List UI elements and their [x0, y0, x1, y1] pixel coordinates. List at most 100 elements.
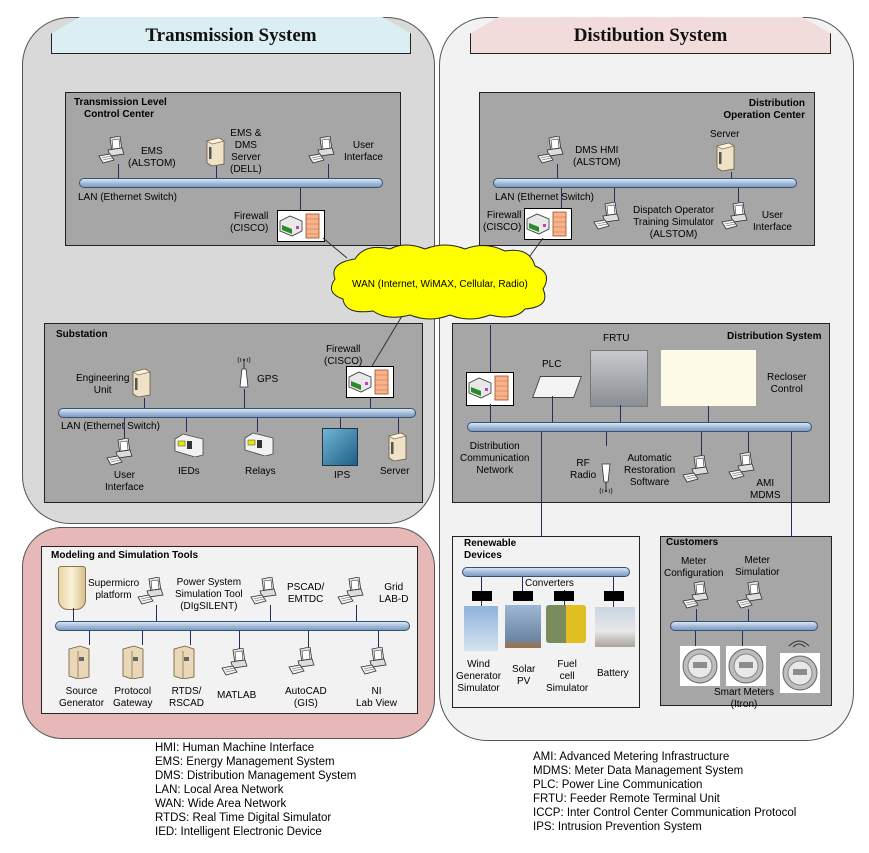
firewall-icon [278, 211, 322, 241]
label-text: Simulatior [735, 567, 780, 578]
label-text: (GIS) [293, 698, 318, 709]
connector-line [541, 432, 542, 577]
connector-line [270, 605, 271, 621]
restoration-computer-icon [682, 455, 710, 483]
connector-line [738, 188, 739, 202]
tcc-title: Transmission Level Control Center [74, 97, 167, 121]
label-text: MDMS [750, 490, 781, 501]
converter-block [513, 591, 533, 601]
label-text: (CISCO) [324, 356, 363, 367]
label-text: EMS & [230, 128, 262, 139]
wan-cloud-icon [330, 244, 548, 320]
doc-server-icon [715, 142, 735, 172]
distribution-system-title: Distribution System [727, 331, 822, 342]
label-text: EMTDC [287, 594, 324, 605]
plc-device-icon [531, 376, 583, 398]
label-text: Meter [680, 556, 707, 567]
protocol-gateway-icon [120, 645, 146, 679]
connector-line [748, 609, 749, 622]
label-text: DMS [234, 140, 257, 151]
connector-line [190, 631, 191, 645]
customers-title: Customers [666, 537, 719, 548]
connector-line [620, 405, 621, 422]
smart-meters-label: Smart Meters(Itron) [714, 687, 774, 711]
label-text: (ALSTOM) [649, 229, 698, 240]
label-text: Gateway [113, 698, 153, 709]
modeling-bus [55, 621, 410, 631]
label-text: Control [770, 384, 803, 395]
substation-firewall-label: Firewall(CISCO) [324, 344, 362, 368]
legend-left: HMI: Human Machine Interface EMS: Energy… [155, 741, 356, 839]
transmission-control-center-box [65, 92, 401, 246]
frtu-label: FRTU [603, 333, 630, 344]
label-text: Protocol [114, 686, 152, 697]
label-text: Interface [753, 222, 792, 233]
connector-line [731, 172, 732, 178]
meter-sim-computer-icon [736, 581, 764, 609]
label-text: (CISCO) [230, 223, 269, 234]
tcc-title-line2: Control Center [84, 109, 154, 120]
label-text: (ALSTOM) [573, 157, 621, 168]
frtu-photo [590, 350, 648, 407]
connector-line [490, 325, 491, 372]
connector-line [378, 631, 379, 647]
wan-label: WAN (Internet, WiMAX, Cellular, Radio) [352, 279, 528, 290]
doc-firewall [524, 208, 572, 240]
ems-label: EMS(ALSTOM) [128, 146, 176, 170]
converters-label: Converters [525, 578, 574, 589]
label-text: User [352, 140, 375, 151]
label-text: Devices [464, 550, 502, 561]
label-text: Fuel [557, 659, 577, 670]
gps-label: GPS [257, 374, 279, 385]
autocad-computer-icon [288, 647, 316, 675]
fuel-cell-photo [546, 605, 586, 643]
doc-lan-bus [493, 178, 797, 188]
connector-line [561, 188, 562, 208]
connector-line [340, 418, 341, 430]
connector-line [244, 389, 245, 408]
plc-label: PLC [542, 359, 562, 370]
label-text: Radio [570, 470, 597, 481]
customers-bus [670, 621, 818, 631]
label-text: AutoCAD [285, 686, 327, 697]
label-text: (DELL) [230, 164, 262, 175]
wireless-signal-icon [788, 640, 810, 648]
dms-hmi-computer-icon [537, 136, 565, 164]
connector-line [308, 631, 309, 647]
substation-server-label: Server [380, 466, 410, 477]
tcc-lan-bus [79, 178, 383, 188]
relays-label: Relays [245, 466, 276, 477]
dispatch-simulator-computer-icon [593, 202, 621, 230]
tcc-title-line1: Transmission Level [74, 97, 167, 108]
label-text: User [761, 210, 784, 221]
legend-item: FRTU: Feeder Remote Terminal Unit [533, 793, 720, 805]
meter-config-computer-icon [682, 581, 710, 609]
converter-block [554, 591, 574, 601]
connector-line [257, 418, 258, 432]
gridlab-computer-icon [337, 577, 365, 605]
label-text: AMI [756, 478, 775, 489]
label-text: Renewable [464, 538, 517, 549]
converter-block [604, 591, 624, 601]
substation-server-icon [387, 432, 407, 462]
relays-icon [243, 432, 275, 456]
label-text: Automatic [627, 453, 672, 464]
label-text: Firewall [486, 210, 522, 221]
connector-line [748, 432, 749, 452]
label-text: NI [371, 686, 382, 697]
rtds-icon [171, 645, 197, 679]
ems-dms-server-icon [205, 137, 225, 167]
renewable-bus [462, 567, 630, 577]
label-text: Source [65, 686, 98, 697]
ieds-label: IEDs [178, 466, 200, 477]
label-text: (DIgSILENT) [180, 601, 238, 612]
substation-firewall [346, 366, 394, 398]
